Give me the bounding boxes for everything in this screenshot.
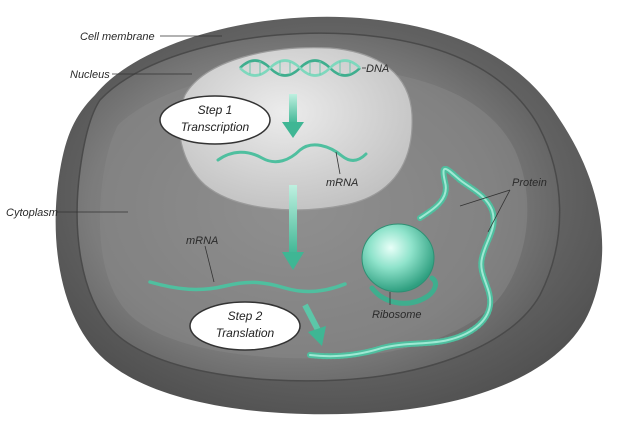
label-mrna-nucleus: mRNA: [326, 177, 358, 189]
step-1-name: Transcription: [181, 120, 250, 134]
label-protein: Protein: [512, 177, 547, 189]
label-cytoplasm: Cytoplasm: [6, 207, 58, 219]
label-cell-membrane: Cell membrane: [80, 31, 155, 43]
step-1-bubble: Step 1 Transcription: [160, 96, 270, 144]
label-dna: DNA: [366, 63, 389, 75]
label-ribosome: Ribosome: [372, 309, 422, 321]
step-1-title: Step 1: [198, 103, 233, 117]
label-mrna-cytoplasm: mRNA: [186, 235, 218, 247]
step-2-bubble: Step 2 Translation: [190, 302, 300, 350]
step-2-title: Step 2: [228, 309, 263, 323]
label-nucleus: Nucleus: [70, 69, 110, 81]
step-2-name: Translation: [216, 326, 275, 340]
